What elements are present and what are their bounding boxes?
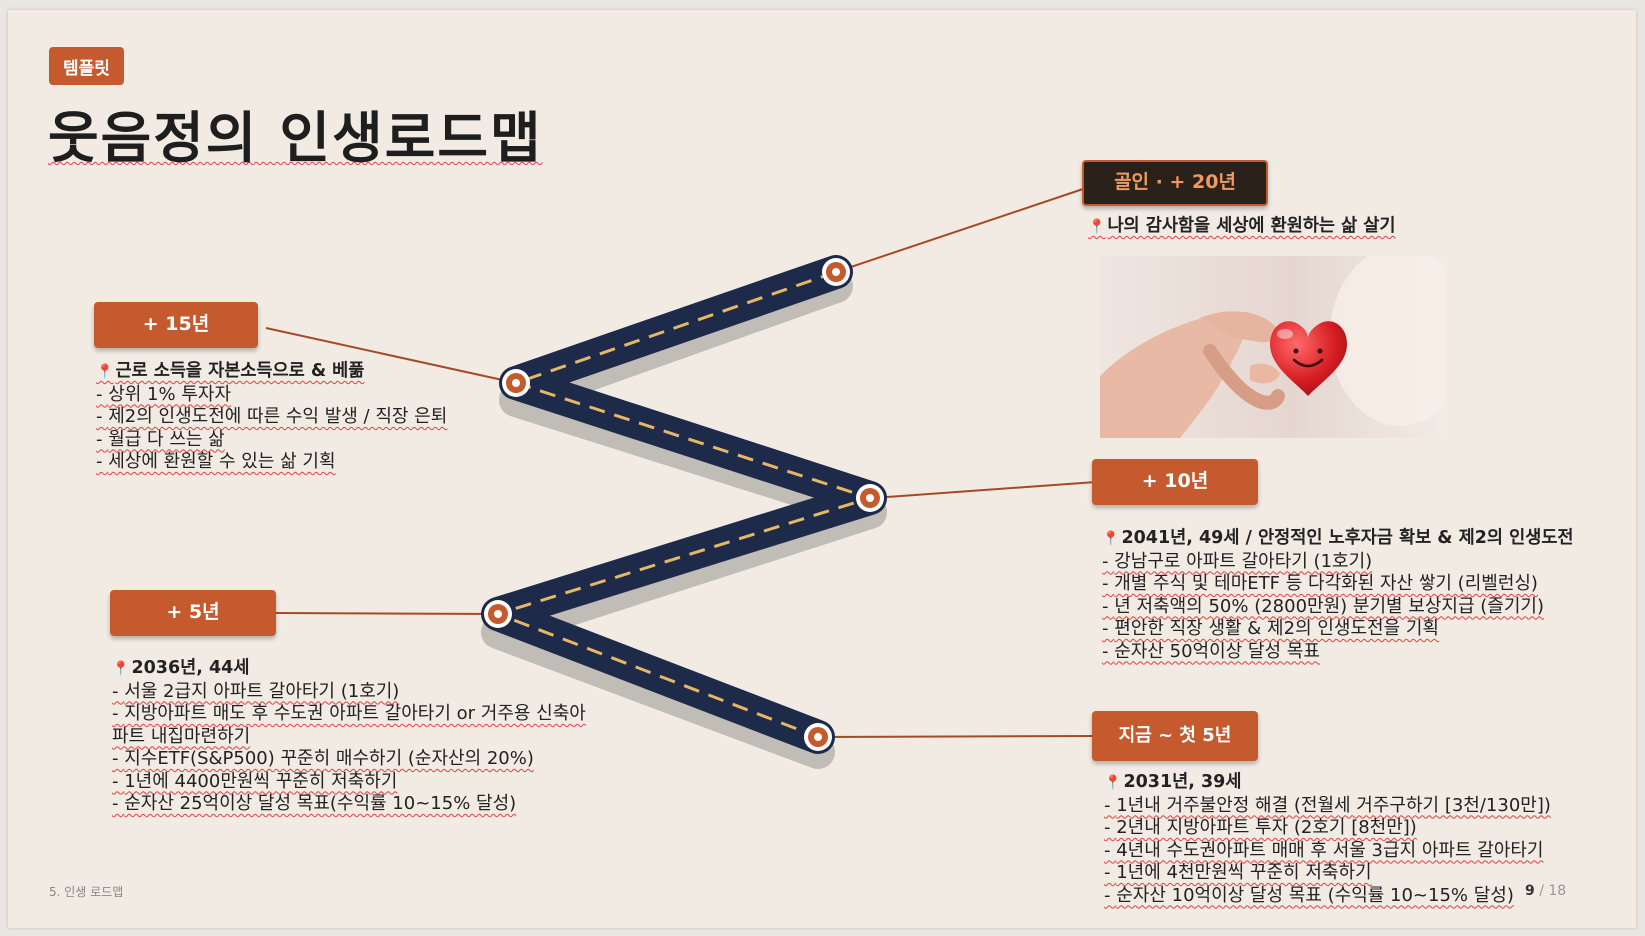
page-total: 18 bbox=[1548, 883, 1567, 899]
list-item: 지수ETF(S&P500) 꾸준히 매수하기 (순자산의 20%) bbox=[112, 748, 602, 771]
list-item: 순자산 25억이상 달성 목표(수익률 10~15% 달성) bbox=[112, 793, 602, 816]
stage-label-10-text: + 10년 bbox=[1141, 470, 1209, 493]
stage-label-goal: 골인 · + 20년 bbox=[1082, 160, 1268, 206]
list-item: 편안한 직장 생활 & 제2의 인생도전을 기획 bbox=[1102, 618, 1574, 641]
milestone-markers bbox=[484, 258, 884, 751]
list-item: 년 저축액의 50% (2800만원) 분기별 보상지급 (즐기기) bbox=[1102, 596, 1574, 619]
connector-5 bbox=[275, 612, 499, 615]
stage-label-15: + 15년 bbox=[94, 302, 258, 348]
milestone-marker-goal bbox=[822, 258, 850, 286]
stage-label-now-text: 지금 ~ 첫 5년 bbox=[1118, 724, 1232, 746]
roadmap-road bbox=[265, 187, 1097, 769]
list-item: 서울 2급지 아파트 갈아타기 (1호기) bbox=[112, 681, 602, 704]
pin-icon: 📍 bbox=[1104, 775, 1122, 791]
list-item: 강남구로 아파트 갈아타기 (1호기) bbox=[1102, 551, 1574, 574]
page-title: 웃음정의 인생로드맵 bbox=[48, 106, 543, 170]
template-tag: 템플릿 bbox=[49, 47, 124, 85]
milestone-marker-10 bbox=[856, 484, 884, 512]
page-number: 9 / 18 bbox=[1525, 883, 1566, 899]
stage-label-5: + 5년 bbox=[110, 590, 276, 636]
connector-10 bbox=[872, 481, 1097, 499]
stage-now-block: 📍2031년, 39세 1년내 거주불안정 해결 (전월세 거주구하기 [3천/… bbox=[1104, 771, 1551, 907]
stage-15-heading: 📍근로 소득을 자본소득으로 & 베풂 bbox=[96, 361, 365, 381]
footer-section-label: 5. 인생 로드맵 bbox=[49, 885, 124, 899]
page-current: 9 bbox=[1525, 883, 1535, 899]
list-item: 지방아파트 매도 후 수도권 아파트 갈아타기 or 거주용 신축아파트 내집마… bbox=[112, 703, 602, 748]
pin-icon: 📍 bbox=[112, 661, 130, 677]
stage-5-heading: 📍2036년, 44세 bbox=[112, 658, 250, 678]
slide: 템플릿 웃음정의 인생로드맵 골인 · + 20년 📍나의 감사함을 세상에 환… bbox=[8, 10, 1636, 928]
list-item: 제2의 인생도전에 따른 수익 발생 / 직장 은퇴 bbox=[96, 406, 447, 429]
pin-icon: 📍 bbox=[1088, 219, 1106, 235]
stage-now-heading: 📍2031년, 39세 bbox=[1104, 772, 1242, 792]
list-item: 4년내 수도권아파트 매매 후 서울 3급지 아파트 갈아타기 bbox=[1104, 840, 1551, 863]
list-item: 세상에 환원할 수 있는 삶 기획 bbox=[96, 451, 447, 474]
heart-photo bbox=[1100, 256, 1446, 438]
list-item: 월급 다 쓰는 삶 bbox=[96, 429, 447, 452]
milestone-marker-5 bbox=[484, 600, 512, 628]
stage-goal-heading: 📍나의 감사함을 세상에 환원하는 삶 살기 bbox=[1088, 216, 1396, 236]
stage-label-now: 지금 ~ 첫 5년 bbox=[1092, 711, 1258, 761]
list-item: 1년에 4400만원씩 꾸준히 저축하기 bbox=[112, 771, 602, 794]
pin-icon: 📍 bbox=[96, 364, 114, 380]
page-separator: / bbox=[1539, 883, 1544, 899]
pin-icon: 📍 bbox=[1102, 531, 1120, 547]
list-item: 개별 주식 및 테마ETF 등 다각화된 자산 쌓기 (리벨런싱) bbox=[1102, 573, 1574, 596]
list-item: 1년에 4천만원씩 꾸준히 저축하기 bbox=[1104, 862, 1551, 885]
stage-5-block: 📍2036년, 44세 서울 2급지 아파트 갈아타기 (1호기) 지방아파트 … bbox=[112, 657, 602, 816]
list-item: 순자산 10억이상 달성 목표 (수익률 10~15% 달성) bbox=[1104, 885, 1551, 908]
list-item: 2년내 지방아파트 투자 (2호기 [8천만]) bbox=[1104, 817, 1551, 840]
stage-10-block: 📍2041년, 49세 / 안정적인 노후자금 확보 & 제2의 인생도전 강남… bbox=[1102, 527, 1574, 663]
connector-15 bbox=[265, 327, 517, 384]
milestone-marker-15 bbox=[502, 369, 530, 397]
stage-label-goal-text: 골인 · + 20년 bbox=[1114, 171, 1236, 194]
list-item: 1년내 거주불안정 해결 (전월세 거주구하기 [3천/130만]) bbox=[1104, 795, 1551, 818]
stage-10-heading: 📍2041년, 49세 / 안정적인 노후자금 확보 & 제2의 인생도전 bbox=[1102, 528, 1574, 548]
stage-label-10: + 10년 bbox=[1092, 459, 1258, 505]
stage-15-block: 📍근로 소득을 자본소득으로 & 베풂 상위 1% 투자자 제2의 인생도전에 … bbox=[96, 360, 447, 474]
connector-now bbox=[817, 735, 1097, 738]
stage-label-5-text: + 5년 bbox=[166, 601, 220, 624]
milestone-marker-now bbox=[804, 723, 832, 751]
connector-lines bbox=[265, 187, 1097, 738]
stage-label-15-text: + 15년 bbox=[142, 313, 210, 336]
stage-goal-block: 📍나의 감사함을 세상에 환원하는 삶 살기 bbox=[1088, 215, 1396, 239]
list-item: 순자산 50억이상 달성 목표 bbox=[1102, 641, 1574, 664]
connector-goal bbox=[835, 187, 1087, 273]
list-item: 상위 1% 투자자 bbox=[96, 384, 447, 407]
